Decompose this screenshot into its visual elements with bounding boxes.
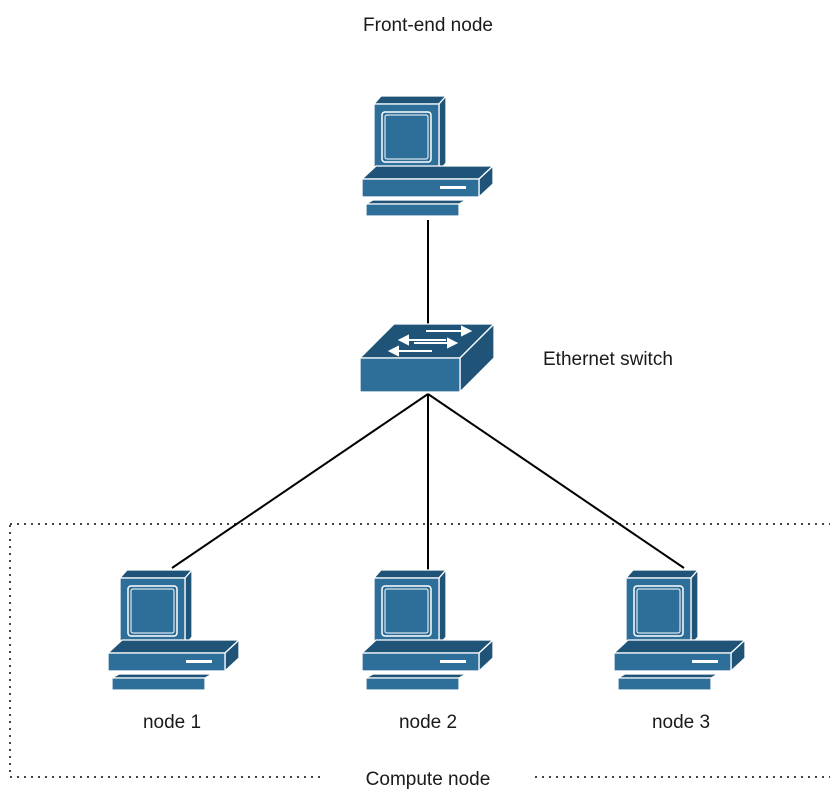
- node1-label: node 1: [143, 712, 201, 733]
- front-end-node-label: Front-end node: [363, 15, 493, 36]
- link-switch-node1: [171, 393, 429, 569]
- group-label-gap: [322, 766, 532, 788]
- node2-label: node 2: [399, 712, 457, 733]
- node3-label: node 3: [652, 712, 710, 733]
- desktop-computer-icon[interactable]: [361, 569, 494, 691]
- ethernet-switch-label: Ethernet switch: [543, 349, 673, 370]
- desktop-computer-icon[interactable]: [107, 569, 240, 691]
- network-switch-icon[interactable]: [358, 322, 496, 394]
- compute-node-group-label: Compute node: [366, 769, 491, 790]
- link-switch-node3: [427, 393, 685, 569]
- desktop-computer-icon[interactable]: [613, 569, 746, 691]
- desktop-computer-icon[interactable]: [361, 95, 494, 217]
